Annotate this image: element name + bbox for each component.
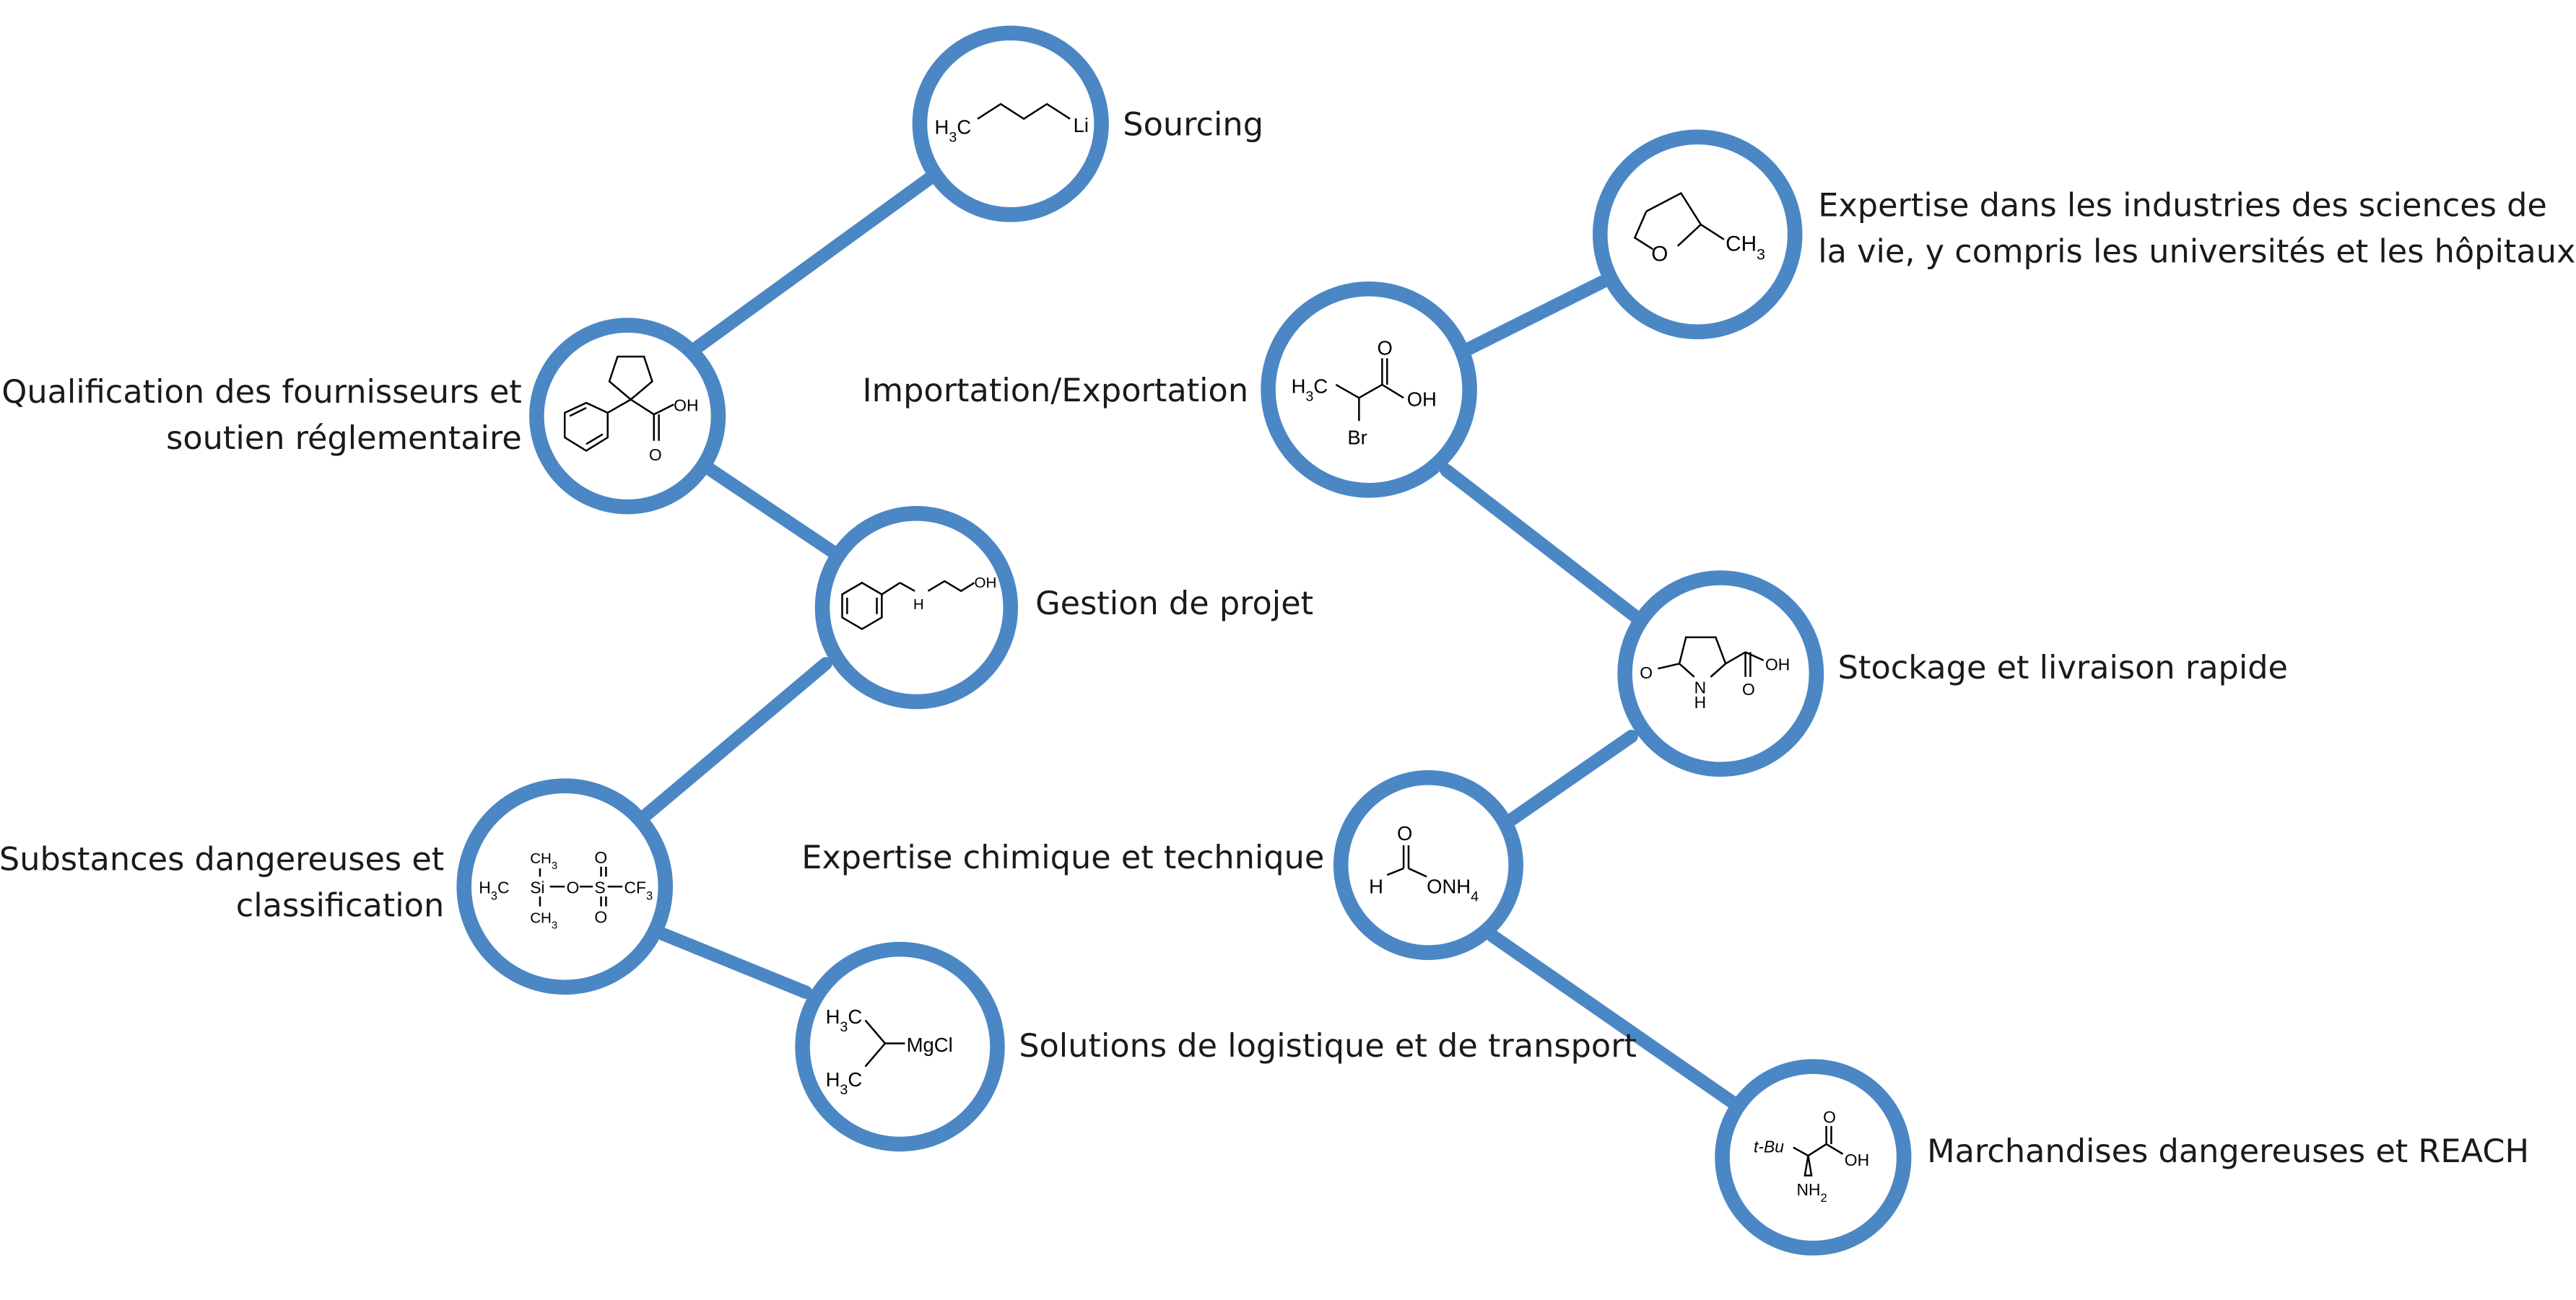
label-expertise-vie: Expertise dans les industries des scienc… — [1818, 183, 2576, 276]
label-stockage: Stockage et livraison rapide — [1837, 648, 2289, 687]
label-qualification-line-2: soutien réglementaire — [166, 419, 522, 458]
molecule-tert-leucine: t-Bu O OH NH2 — [1754, 1107, 1869, 1205]
node-circle-gestion — [814, 506, 1019, 710]
svg-text:OH: OH — [674, 396, 698, 415]
connector-lines — [640, 171, 1747, 1114]
svg-text:O: O — [649, 445, 662, 464]
molecule-pyroglutamic-acid: N H O O OH — [1640, 636, 1790, 712]
molecule-isopropylmagnesium-chloride: H3C H3C MgCl — [826, 1005, 953, 1098]
molecule-methyl-thf: O CH3 — [1633, 191, 1765, 266]
svg-text:CH3: CH3 — [1726, 232, 1765, 263]
svg-text:H3C: H3C — [479, 878, 509, 902]
svg-text:O: O — [1742, 680, 1755, 699]
svg-text:O: O — [594, 908, 607, 927]
label-expertise-vie-line-1: Expertise dans les industries des scienc… — [1818, 186, 2547, 225]
svg-text:O: O — [1378, 337, 1393, 359]
node-circle-qualification — [529, 318, 726, 515]
label-gestion: Gestion de projet — [1035, 584, 1314, 623]
molecule-benzylethanolamine: H OH — [841, 575, 996, 630]
svg-text:O: O — [1397, 822, 1412, 845]
label-sourcing: Sourcing — [1123, 105, 1264, 144]
svg-text:OH: OH — [1407, 388, 1437, 411]
node-circle-logistique — [795, 941, 1005, 1152]
svg-text:CF3: CF3 — [625, 878, 653, 902]
svg-text:CH3: CH3 — [530, 850, 557, 872]
svg-text:O: O — [1640, 663, 1653, 682]
svg-text:H3C: H3C — [826, 1068, 863, 1098]
svg-text:H: H — [913, 596, 924, 613]
svg-text:OH: OH — [974, 575, 996, 591]
molecule-tms-triflate: H3C Si CH3 CH3 O S O O CF3 — [479, 848, 653, 931]
label-substances-line-1: Substances dangereuses et — [0, 840, 445, 878]
label-expertise-chimique: Expertise chimique et technique — [801, 838, 1325, 877]
label-logistique: Solutions de logistique et de transport — [1019, 1026, 1637, 1065]
label-substances-line-2: classification — [235, 886, 445, 925]
label-marchandises: Marchandises dangereuses et REACH — [1927, 1133, 2530, 1171]
node-circle-sourcing — [912, 25, 1109, 222]
svg-text:Si: Si — [530, 878, 544, 897]
label-qualification: Qualification des fournisseurs et soutie… — [1, 370, 522, 462]
svg-text:H3C: H3C — [935, 115, 972, 145]
svg-text:t-Bu: t-Bu — [1754, 1137, 1784, 1156]
svg-text:O: O — [594, 848, 607, 867]
molecule-ammonium-formate: O H ONH4 — [1369, 822, 1479, 904]
label-substances: Substances dangereuses et classification — [0, 837, 444, 930]
svg-text:ONH4: ONH4 — [1427, 875, 1479, 904]
svg-text:MgCl: MgCl — [907, 1034, 953, 1056]
molecule-phenylcyclopentane-acid: OH O — [563, 355, 698, 464]
svg-text:O: O — [567, 878, 580, 897]
svg-text:H: H — [1694, 693, 1707, 712]
svg-text:H: H — [1369, 875, 1383, 897]
svg-text:OH: OH — [1845, 1151, 1869, 1169]
node-circle-stockage — [1617, 570, 1824, 777]
svg-text:H3C: H3C — [826, 1005, 863, 1035]
label-expertise-vie-line-2: la vie, y compris les universités et les… — [1818, 232, 2576, 271]
svg-text:CH3: CH3 — [530, 910, 557, 932]
svg-text:S: S — [594, 878, 605, 897]
node-circle-expertise-chimique — [1333, 769, 1523, 961]
node-circle-marchandises — [1715, 1059, 1912, 1256]
node-circle-expertise-vie — [1593, 129, 1803, 340]
svg-text:H3C: H3C — [1292, 375, 1328, 404]
svg-text:N: N — [1694, 679, 1707, 697]
svg-text:O: O — [1651, 242, 1668, 266]
molecule-butyllithium: H3C Li — [935, 102, 1089, 145]
svg-text:NH2: NH2 — [1796, 1180, 1827, 1205]
svg-text:OH: OH — [1765, 655, 1790, 674]
svg-text:Li: Li — [1074, 114, 1089, 136]
label-qualification-line-1: Qualification des fournisseurs et — [1, 372, 522, 411]
molecule-bromopropionic-acid: H3C O OH Br — [1292, 337, 1437, 449]
node-circle-importation — [1261, 281, 1477, 498]
svg-text:Br: Br — [1347, 426, 1367, 448]
svg-text:O: O — [1823, 1107, 1836, 1126]
label-importation: Importation/Exportation — [862, 371, 1249, 410]
